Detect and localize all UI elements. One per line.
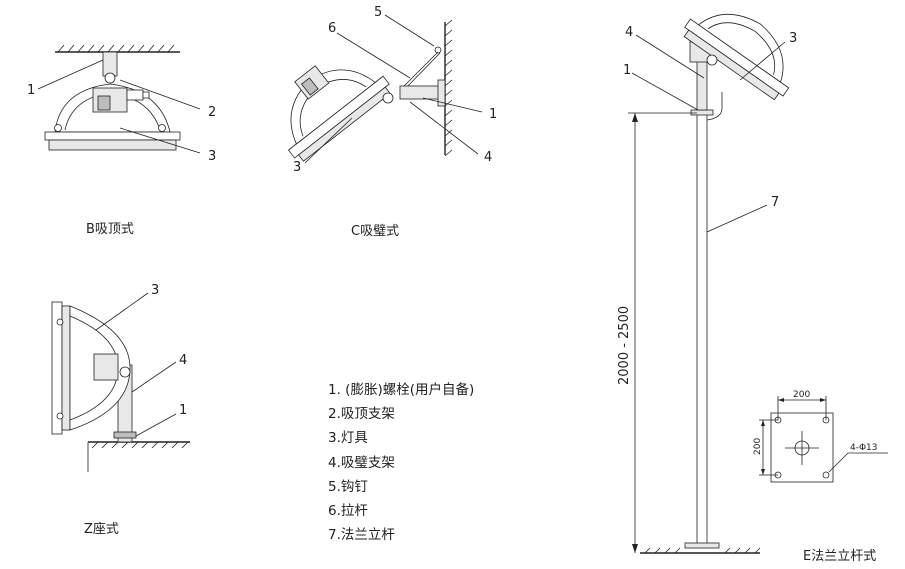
parts-legend: 1. (膨胀)螺栓(用户自备) 2.吸顶支架 3.灯具 4.吸璧支架 5.钩钉 … — [328, 378, 474, 547]
pole-height-dimension: 2000 - 2500 — [617, 306, 632, 385]
legend-item: 3.灯具 — [328, 430, 368, 447]
caption-flange-pole: E法兰立杆式 — [803, 549, 877, 564]
ceiling-mount-figure: 1 2 3 — [27, 44, 216, 164]
callout-e-1: 1 — [623, 63, 631, 78]
callout-z-3: 3 — [151, 283, 159, 298]
legend-item: 4.吸璧支架 — [328, 454, 395, 471]
caption-wall-mount: C吸璧式 — [351, 224, 400, 239]
holes-label: 4-Φ13 — [850, 443, 878, 453]
callout-c-3: 3 — [293, 160, 301, 175]
callout-z-1: 1 — [179, 403, 187, 418]
legend-item: 5.钩钉 — [328, 478, 368, 495]
callout-b-1: 1 — [27, 83, 35, 98]
wall-mount-figure: 5 6 3 1 4 — [287, 5, 497, 175]
flange-width-dimension: 200 — [793, 390, 810, 400]
caption-ceiling-mount: B吸顶式 — [86, 222, 134, 237]
flange-plate-detail: 200 200 4-Φ13 — [753, 390, 888, 483]
callout-c-6: 6 — [328, 21, 336, 36]
legend-item: 6.拉杆 — [328, 503, 368, 520]
callout-e-4: 4 — [625, 25, 633, 40]
seat-mount-figure: 3 4 1 — [51, 283, 190, 472]
caption-seat-mount: Z座式 — [84, 522, 119, 537]
legend-item: 7.法兰立杆 — [328, 527, 395, 544]
legend-item: 1. (膨胀)螺栓(用户自备) — [328, 382, 475, 398]
flange-height-dimension: 200 — [753, 438, 763, 455]
callout-e-7: 7 — [771, 195, 779, 210]
callout-z-4: 4 — [179, 353, 187, 368]
callout-b-2: 2 — [208, 105, 216, 120]
flange-pole-figure: 2000 - 2500 4 3 1 7 — [617, 14, 797, 554]
callout-b-3: 3 — [208, 149, 216, 164]
legend-item: 2.吸顶支架 — [328, 406, 395, 423]
callout-e-3: 3 — [789, 31, 797, 46]
callout-c-5: 5 — [374, 5, 382, 20]
callout-c-4: 4 — [484, 150, 492, 165]
callout-c-1: 1 — [489, 107, 497, 122]
